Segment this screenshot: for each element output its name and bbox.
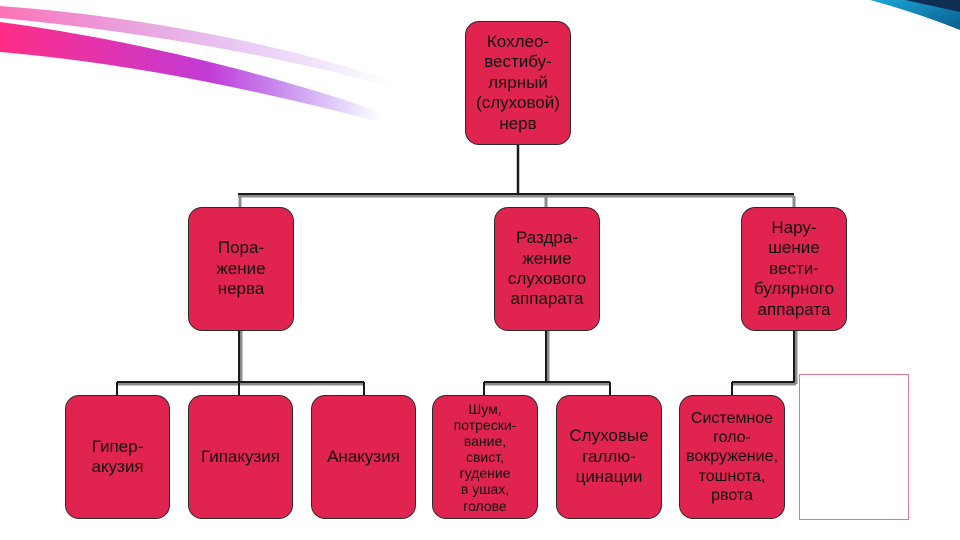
top-right-corner-accent [870,0,960,30]
leaf-node-vertigo-label: Системное голо- вокружение, тошнота, рво… [686,410,778,504]
leaf-node-tinnitus: Шум, потрески- вание, свист, гудение в у… [432,395,538,519]
empty-placeholder-box [799,374,909,520]
leaf-node-auditory-hallucinations-label: Слуховые галлю- цинации [569,426,649,487]
top-left-swoosh-thin [0,6,390,86]
branch-node-vestibular-disorder-label: Нару- шение вести- булярного аппарата [753,218,835,319]
top-right-corner-accent-2 [905,0,960,12]
leaf-node-anacusis: Анакузия [311,395,416,519]
top-left-swoosh [0,22,380,122]
branch-node-nerve-damage-label: Пора- жение нерва [216,238,266,299]
leaf-node-hypacusis: Гипакузия [188,395,293,519]
root-node-label: Кохлео- вестибу- лярный (слуховой) нерв [476,32,560,133]
root-node: Кохлео- вестибу- лярный (слуховой) нерв [465,21,571,145]
leaf-node-tinnitus-label: Шум, потрески- вание, свист, гудение в у… [453,401,517,514]
leaf-node-hyperacusis: Гипер- акузия [65,395,170,519]
leaf-node-vertigo: Системное голо- вокружение, тошнота, рво… [679,395,785,519]
leaf-node-anacusis-label: Анакузия [327,446,400,466]
leaf-node-auditory-hallucinations: Слуховые галлю- цинации [556,395,662,519]
leaf-node-hyperacusis-label: Гипер- акузия [91,436,144,476]
leaf-node-hypacusis-label: Гипакузия [200,446,281,466]
branch-node-auditory-irritation-label: Раздра- жение слухового аппарата [507,228,587,309]
branch-node-nerve-damage: Пора- жение нерва [188,207,294,331]
branch-node-auditory-irritation: Раздра- жение слухового аппарата [494,207,600,331]
branch-node-vestibular-disorder: Нару- шение вести- булярного аппарата [741,207,847,331]
